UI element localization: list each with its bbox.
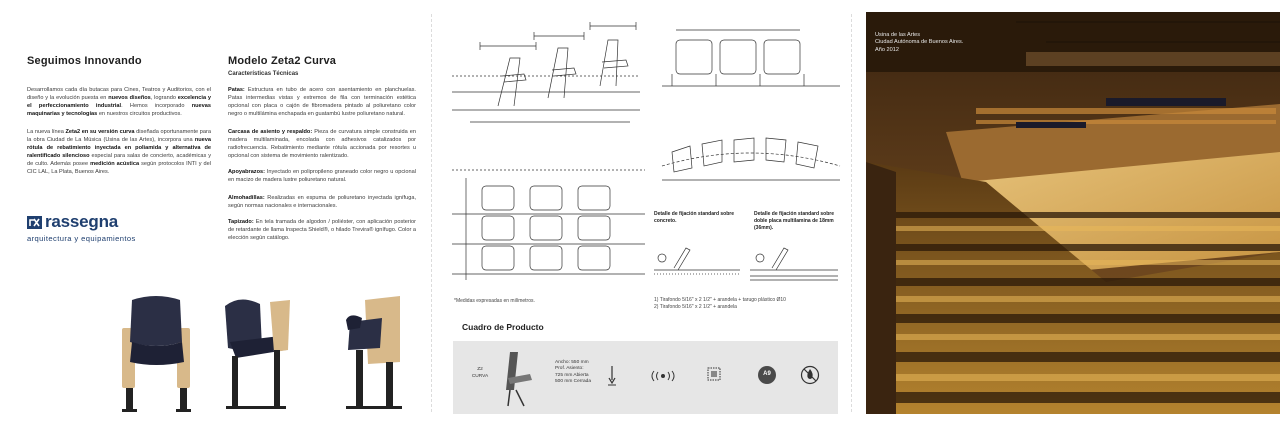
fixing-detail-drawing [654, 247, 838, 281]
concert-hall-photo [866, 12, 1280, 414]
dimension-line: 500 mm Cerrada [555, 379, 591, 385]
product-title: Cuadro de Producto [462, 322, 544, 332]
spec-text: Realizadas en espuma de poliuretano inye… [228, 195, 416, 209]
model-subtitle: Características Técnicas [228, 71, 299, 77]
dimension-line: 725 mm Abierta [555, 372, 589, 378]
spec-text: Inyectado en polipropileno graneado colo… [228, 169, 416, 183]
fixing-note-1: 1) Tirafondo 5/16" x 2 1/2" + arandela +… [654, 297, 786, 303]
caption-line: Usina de las Artes [875, 32, 921, 38]
dimension-line: Prof. Asiento: [555, 366, 584, 372]
curved-row-plan [661, 137, 841, 181]
product-dimensions: Ancho: 550 mm Prof. Asiento: 725 mm Abie… [555, 360, 591, 386]
dimension-line: Ancho: 550 mm [555, 360, 589, 365]
spec-patas: Patas: Estructura en tubo de acero con a… [228, 86, 416, 118]
text-strong: nuevos diseños [108, 95, 151, 101]
spec-apoyabrazos: Apoyabrazos: Inyectado en polipropileno … [228, 168, 416, 184]
spec-almohadillas: Almohadillas: Realizadas en espuma de po… [228, 194, 416, 210]
model-label: CURVA [471, 374, 489, 379]
spec-key: Tapizado: [228, 219, 254, 225]
pencil-icon [608, 366, 616, 386]
logo-tagline: arquitectura y equipamientos [27, 234, 136, 243]
text: La nueva línea [27, 129, 66, 135]
spec-text: Estructura en tubo de acero con asentami… [228, 87, 416, 117]
model-title: Modelo Zeta2 Curva [228, 55, 337, 67]
logo-mark-icon [27, 216, 42, 229]
intro-paragraph-1: Desarrollamos cada día butacas para Cine… [27, 86, 211, 118]
a9-badge-label: A9 [763, 371, 771, 377]
logo-name: rassegna [45, 212, 119, 231]
acoustic-icon [651, 370, 675, 382]
spec-key: Patas: [228, 87, 245, 93]
intro-panel: Seguimos Innovando Desarrollamos cada dí… [0, 0, 430, 426]
spec-tapizado: Tapizado: En tela tramada de algodon / p… [228, 218, 416, 242]
section-heading: Seguimos Innovando [27, 55, 142, 67]
text: Desarrollamos cada día butacas para Cine… [27, 87, 211, 101]
fold-line [851, 14, 852, 412]
side-elevation-drawing [452, 22, 640, 123]
text-strong: nuevas maquinarias y tecnologías [27, 103, 211, 117]
front-elevation-drawing [662, 29, 840, 87]
text: . Hemos incorporado [121, 103, 192, 109]
fixing-note-2: 2) Tirafondo 5/16" x 2 1/2" + arandela [654, 304, 737, 310]
text: en nuestros circuitos productivos. [97, 111, 182, 117]
chair-front-image [122, 296, 191, 412]
model-code: Z2 [477, 367, 483, 372]
chair-photos [122, 296, 402, 412]
a9-badge-icon [758, 366, 776, 384]
text-strong: Zeta2 en su versión curva [65, 129, 135, 135]
chair-angle-image [225, 299, 290, 409]
caption-line: Año 2012 [875, 46, 899, 53]
spec-carcasa: Carcasa de asiento y respaldo: Pieza de … [228, 128, 416, 160]
caption-line: Ciudad Autónoma de Buenos Aires. [875, 39, 964, 46]
fixing-detail-1-label: Detalle de fijación standard sobre concr… [654, 211, 735, 224]
fabric-icon [707, 367, 721, 381]
text: según protocolos INTI y del CIC LAL, La … [27, 161, 211, 175]
intro-paragraph-2: La nueva línea Zeta2 en su versión curva… [27, 128, 211, 176]
fixing-detail-2-label: Detalle de fijación standard sobre doble… [754, 211, 835, 231]
fire-retardant-icon [800, 365, 820, 385]
spec-key: Almohadillas: [228, 195, 265, 201]
measures-note: *Medidas expresadas en milímetros. [454, 298, 535, 304]
spec-key: Apoyabrazos: [228, 169, 265, 175]
text-strong: nueva rótula de rebatimiento inyectada e… [27, 137, 211, 159]
chair-profile-icon [506, 352, 532, 407]
technical-drawings [452, 22, 841, 281]
fold-line [431, 14, 432, 412]
text: especial para salas de concierto, académ… [27, 153, 212, 167]
chair-side-image [346, 296, 402, 409]
spec-text: En tela tramada de algodon / poliéster, … [228, 219, 416, 241]
photo-caption: Usina de las Artes Ciudad Autónoma de Bu… [875, 32, 963, 54]
spec-key: Carcasa de asiento y respaldo: [228, 129, 313, 135]
text: , logrando [150, 95, 178, 101]
text-strong: excelencia y el perfeccionamiento indust… [27, 95, 212, 109]
text-strong: medición acústica [90, 161, 140, 167]
seating-plan-drawing [452, 169, 645, 280]
text: diseñada oportunamente para la obra Ciud… [27, 129, 211, 143]
spec-text: Pieza de curvatura simple construida en … [228, 129, 416, 159]
